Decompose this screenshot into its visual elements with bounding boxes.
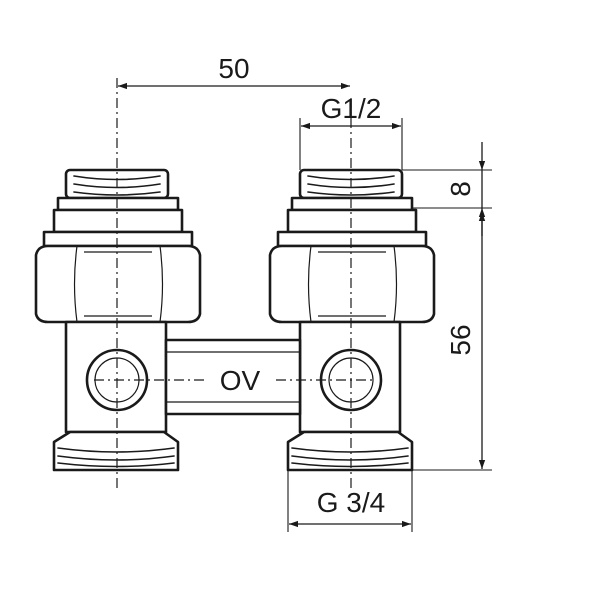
dim-top-thread-label: G1/2	[321, 93, 382, 124]
right-hex-faces	[307, 245, 398, 323]
dim-nut-height: 8	[402, 142, 492, 236]
right-nut-top	[276, 230, 428, 248]
right-valve	[268, 168, 436, 472]
dim-bottom-thread-label: G 3/4	[317, 487, 385, 518]
right-hex-bevels	[318, 251, 386, 317]
dim-center-distance-label: 50	[218, 53, 249, 84]
dim-center-distance: 50	[118, 53, 350, 90]
left-hex-nut	[34, 244, 202, 324]
left-nut-top	[42, 230, 194, 248]
dim-nut-height-label: 8	[445, 181, 476, 197]
dim-bottom-thread: G 3/4	[287, 470, 413, 532]
bridge	[164, 338, 302, 416]
left-hex-faces	[73, 245, 164, 323]
right-hex-nut	[268, 244, 436, 324]
dim-body-height-label: 56	[445, 324, 476, 355]
right-collar	[290, 196, 414, 212]
dim-body-height: 56	[412, 212, 492, 471]
left-collar	[56, 196, 180, 212]
bridge-label-bg	[204, 364, 276, 394]
center-lines	[94, 78, 376, 488]
dim-top-thread: G1/2	[299, 93, 403, 170]
left-collar-lower	[52, 208, 184, 234]
left-valve	[34, 168, 202, 472]
bridge-inner-lines	[166, 351, 300, 403]
right-collar-lower	[286, 208, 418, 234]
left-hex-bevels	[84, 251, 152, 317]
left-bottom-thread	[52, 430, 180, 472]
body-label: OV	[220, 365, 261, 396]
